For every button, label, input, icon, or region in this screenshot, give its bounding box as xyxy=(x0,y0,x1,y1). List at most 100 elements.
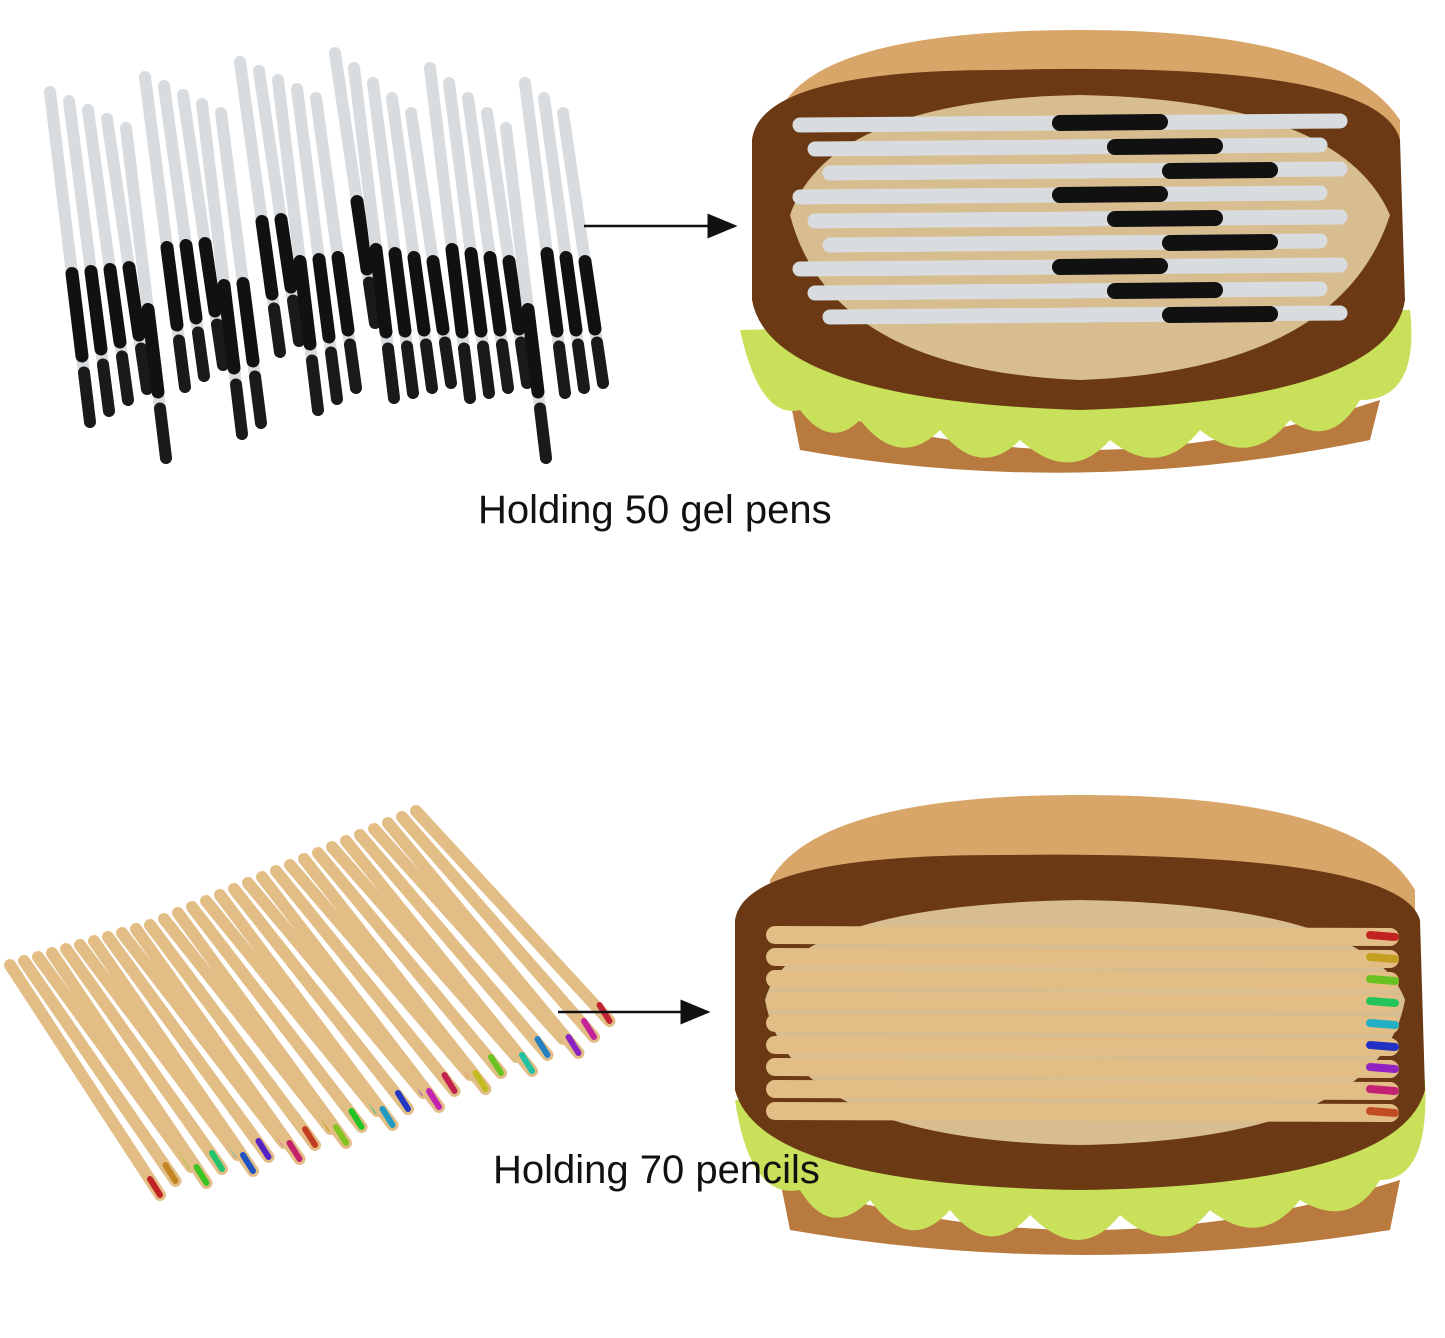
gel-pen-cap xyxy=(306,354,324,416)
pencil-tip xyxy=(1366,1041,1399,1051)
pencil-tip xyxy=(1366,1019,1399,1029)
gel-pen xyxy=(807,281,1328,301)
pencil-tip xyxy=(441,1072,458,1094)
pencil-tip xyxy=(426,1088,442,1110)
pencil xyxy=(312,847,507,1079)
gel-pen-cap xyxy=(534,402,552,464)
gel-pen-grip xyxy=(1162,162,1278,179)
gel-pen-grip xyxy=(578,255,602,336)
pencil xyxy=(766,1058,1399,1078)
pencil xyxy=(382,817,585,1059)
gel-pen-cap xyxy=(287,294,305,347)
pencil-tip xyxy=(565,1034,582,1056)
gel-pen-grip xyxy=(369,243,393,339)
pencil xyxy=(766,992,1399,1012)
pencil-tip xyxy=(302,1126,318,1148)
pencil-tip xyxy=(1366,931,1399,941)
pencil-tip xyxy=(488,1054,504,1076)
gel-pen-grip xyxy=(1052,114,1168,131)
gel-pen-grip xyxy=(160,241,184,332)
pencil xyxy=(410,805,616,1027)
gel-pen-grip xyxy=(388,247,412,338)
pencil-tip xyxy=(1366,1085,1399,1095)
gel-pen-cap xyxy=(325,346,343,405)
pencil-tip xyxy=(395,1090,411,1112)
gel-pen-grip xyxy=(1052,258,1168,275)
gel-pen-grip xyxy=(540,247,564,338)
gel-pen-cap xyxy=(344,338,362,394)
gel-pen-cap xyxy=(420,338,438,394)
gel-pen-cap xyxy=(230,378,248,440)
pencil xyxy=(766,1014,1399,1034)
gel-pen-cap xyxy=(458,342,476,404)
pencil xyxy=(354,829,554,1061)
gel-pen-grip xyxy=(483,251,507,337)
gel-pen-cap xyxy=(572,338,590,394)
pencil xyxy=(60,943,228,1175)
gel-pen xyxy=(807,137,1328,157)
gel-pen-cap xyxy=(116,350,134,406)
gel-pen-cap xyxy=(439,336,457,389)
pencil xyxy=(766,1102,1399,1122)
pencil-tip xyxy=(193,1164,210,1186)
gel-pen-cap xyxy=(154,402,172,464)
burger-pencil-case-with-pencils xyxy=(735,795,1426,1255)
gel-pen-grip xyxy=(84,265,108,356)
gel-pen-cap xyxy=(591,336,609,389)
pencil xyxy=(214,889,399,1131)
gel-pen-cap xyxy=(97,358,115,417)
pencil-tip xyxy=(348,1108,365,1130)
gel-pen-grip xyxy=(1162,234,1278,251)
gel-pen-grip xyxy=(255,215,279,301)
pencil-tip xyxy=(1366,1107,1399,1117)
gel-pen-grip xyxy=(141,303,165,399)
gel-pen-cap xyxy=(211,318,229,371)
pencil xyxy=(158,913,337,1135)
pencil-tip xyxy=(1366,997,1399,1007)
gel-pen-grip xyxy=(1162,306,1278,323)
pencil xyxy=(270,865,461,1097)
pencil xyxy=(298,853,492,1095)
burger-pencil-case-with-pens xyxy=(740,30,1412,473)
gel-pen-grip xyxy=(103,263,127,349)
gel-pen-cap xyxy=(192,326,210,382)
gel-pen-grip xyxy=(293,255,317,351)
pencil-tip xyxy=(1366,975,1399,985)
pencil xyxy=(4,959,166,1201)
gel-pen-grip xyxy=(464,247,488,338)
gel-pen-grip xyxy=(236,277,260,368)
pencil-tip xyxy=(255,1138,272,1160)
gel-pen-grip xyxy=(445,243,469,339)
pencil-pile xyxy=(4,805,616,1201)
pencil xyxy=(228,883,414,1115)
pencil xyxy=(186,901,368,1133)
gel-pen xyxy=(807,209,1348,229)
pencil xyxy=(766,1080,1399,1100)
gel-pen-grip xyxy=(179,239,203,325)
pencil xyxy=(102,931,275,1163)
gel-pen-cap xyxy=(268,302,286,358)
gel-pen-grip xyxy=(122,261,146,342)
gel-pen-grip xyxy=(198,237,222,318)
gel-pen-grip xyxy=(502,255,526,336)
gel-pen-grip xyxy=(217,279,241,375)
pencil-tip xyxy=(162,1162,179,1184)
pencil xyxy=(144,919,321,1151)
gel-pen-cap xyxy=(515,336,533,389)
pencil xyxy=(766,970,1399,990)
pencil-tip xyxy=(1366,1063,1399,1073)
pencil xyxy=(766,1036,1399,1056)
gel-pen-grip xyxy=(274,213,298,294)
caption-gel-pens: Holding 50 gel pens xyxy=(478,488,832,532)
gel-pen-pile xyxy=(44,47,609,464)
pencil-tip xyxy=(286,1140,303,1162)
pencil xyxy=(256,871,445,1113)
pencil-tip xyxy=(1366,953,1399,963)
pencil-tip xyxy=(581,1018,597,1040)
gel-pen-grip xyxy=(559,251,583,337)
pencil-tip xyxy=(333,1124,349,1146)
gel-pen-cap xyxy=(382,342,400,404)
gel-pen-cap xyxy=(477,340,495,399)
gel-pen-cap xyxy=(363,276,381,329)
